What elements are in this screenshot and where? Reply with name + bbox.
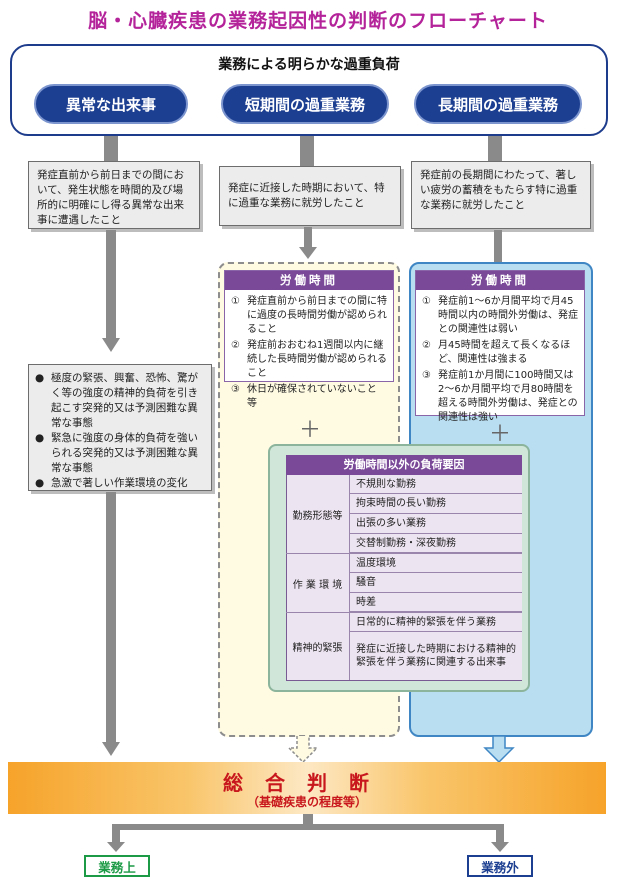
item-text: 月45時間を超えて長くなるほど、関連性は強まる (438, 340, 571, 365)
definition-short-term: 発症に近接した時期において、特に過重な業務に就労したこと (219, 166, 401, 226)
item-number: ① (422, 296, 431, 307)
category-short-term-work: 短期間の過重業務 (221, 84, 389, 124)
factor-item: 温度環境 (350, 554, 522, 573)
factor-item: 出張の多い業務 (350, 514, 522, 534)
arrow-shaft-short (304, 227, 312, 249)
plus-icon: ＋ (298, 418, 321, 443)
result-work-related: 業務上 (84, 855, 150, 877)
long-term-hours-box: 労働時間 ① 発症前1～6か月間平均で月45時間以内の時間外労働は、発症との関連性… (415, 270, 585, 423)
factor-item: 時差 (350, 593, 522, 612)
item-text: 発症前1～6か月間平均で月45時間以内の時間外労働は、発症との関連性は弱い (438, 296, 578, 335)
item-text: 休日が確保されていないこと 等 (247, 384, 387, 409)
overall-judgment-title: 総合判断 (223, 771, 391, 795)
long-term-hours-header: 労働時間 (416, 271, 584, 290)
short-term-item: ② 発症前おおむね1週間以内に継続した長時間労働が認められること (231, 339, 387, 381)
result-connector-stem (303, 814, 313, 828)
category-long-term-work: 長期間の過重業務 (414, 84, 582, 124)
other-factors-header: 労働時間以外の負荷要因 (286, 455, 522, 475)
factor-item: 交替制勤務・深夜勤務 (350, 534, 522, 553)
item-number: ② (231, 340, 240, 351)
item-text: 発症前おおむね1週間以内に継続した長時間労働が認められること (247, 340, 387, 379)
item-text: 発症直前から前日までの間に特に過度の長時間労働が認められること (247, 296, 387, 335)
plus-icon: ＋ (488, 422, 511, 447)
abnormal-event-item: ● 極度の緊張、興奮、恐怖、驚がく等の強度の精神的負荷を引き起こす突発的又は予測… (35, 371, 205, 431)
overall-judgment-bar (8, 762, 606, 814)
arrow-shaft-long (494, 230, 502, 262)
arrow-head-abnormal-2 (102, 742, 120, 756)
short-term-hours-header: 労働時間 (225, 271, 393, 290)
overload-frame-title: 業務による明らかな過重負荷 (218, 57, 400, 73)
item-text: 発症前1か月間に100時間又は2～6か月間平均で月80時間を超える時間外労働は、… (438, 370, 578, 423)
item-number: ① (231, 296, 240, 307)
definition-abnormal-event: 発症直前から前日までの間において、発生状態を時間的及び場所的に明確にし得る異常な… (28, 161, 200, 229)
page-title: 脳・心臓疾患の業務起因性の判断のフローチャート (88, 10, 548, 32)
long-term-item: ③ 発症前1か月間に100時間又は2～6か月間平均で月80時間を超える時間外労働は… (422, 369, 578, 425)
short-term-item: ① 発症直前から前日までの間に特に過度の長時間労働が認められること (231, 295, 387, 337)
bullet-icon: ● (35, 372, 45, 384)
bullet-icon: ● (35, 432, 45, 444)
result-connector-bar (112, 824, 504, 830)
factor-item: 騒音 (350, 573, 522, 593)
factor-category-work-pattern: 勤務形態等 (286, 475, 350, 553)
factor-item: 日常的に精神的緊張を伴う業務 (350, 613, 522, 632)
long-term-item: ① 発症前1～6か月間平均で月45時間以内の時間外労働は、発症との関連性は弱い (422, 295, 578, 337)
abnormal-event-text: 緊急に強度の身体的負荷を強いられる突発的又は予測困難な異常な事態 (51, 432, 198, 474)
arrow-shaft-abnormal-1 (106, 230, 116, 338)
item-number: ③ (422, 370, 431, 381)
factor-divider (286, 612, 522, 613)
abnormal-events-box: ● 極度の緊張、興奮、恐怖、驚がく等の強度の精神的負荷を引き起こす突発的又は予測… (28, 364, 212, 491)
abnormal-event-item: ● 緊急に強度の身体的負荷を強いられる突発的又は予測困難な異常な事態 (35, 431, 205, 476)
arrow-long-to-judgment (483, 736, 515, 764)
factor-item: 不規則な勤務 (350, 475, 522, 494)
definition-long-term: 発症前の長期間にわたって、著しい疲労の蓄積をもたらす特に過重な業務に就労したこと (411, 161, 591, 229)
item-number: ② (422, 340, 431, 351)
factor-category-mental-tension: 精神的緊張 (286, 613, 350, 680)
result-not-work-related: 業務外 (467, 855, 533, 877)
abnormal-event-text: 急激で著しい作業環境の変化 (51, 477, 188, 489)
factor-item: 発症に近接した時期における精神的緊張を伴う業務に関連する出来事 (350, 632, 522, 680)
item-number: ③ (231, 384, 240, 395)
factor-divider (286, 553, 522, 554)
factor-category-work-environment: 作 業 環 境 (286, 554, 350, 612)
long-term-item: ② 月45時間を超えて長くなるほど、関連性は強まる (422, 339, 578, 367)
factor-item: 拘束時間の長い勤務 (350, 494, 522, 514)
abnormal-event-item: ● 急激で著しい作業環境の変化 (35, 476, 205, 491)
arrow-short-to-judgment (287, 736, 319, 764)
abnormal-event-text: 極度の緊張、興奮、恐怖、驚がく等の強度の精神的負荷を引き起こす突発的又は予測困難… (51, 372, 198, 429)
result-arrow-left (107, 842, 125, 852)
result-arrow-right (491, 842, 509, 852)
category-abnormal-event: 異常な出来事 (34, 84, 188, 124)
arrow-head-abnormal-1 (102, 338, 120, 352)
arrow-head-short (299, 247, 317, 259)
short-term-item: ③ 休日が確保されていないこと 等 (231, 383, 387, 411)
bullet-icon: ● (35, 477, 45, 489)
connector-short (300, 136, 314, 166)
overall-judgment-subtitle: （基礎疾患の程度等） (246, 795, 367, 809)
result-connector-left (112, 824, 120, 844)
result-connector-right (496, 824, 504, 844)
connector-abnormal (104, 136, 118, 162)
connector-long (488, 136, 502, 162)
arrow-shaft-abnormal-2 (106, 492, 116, 742)
